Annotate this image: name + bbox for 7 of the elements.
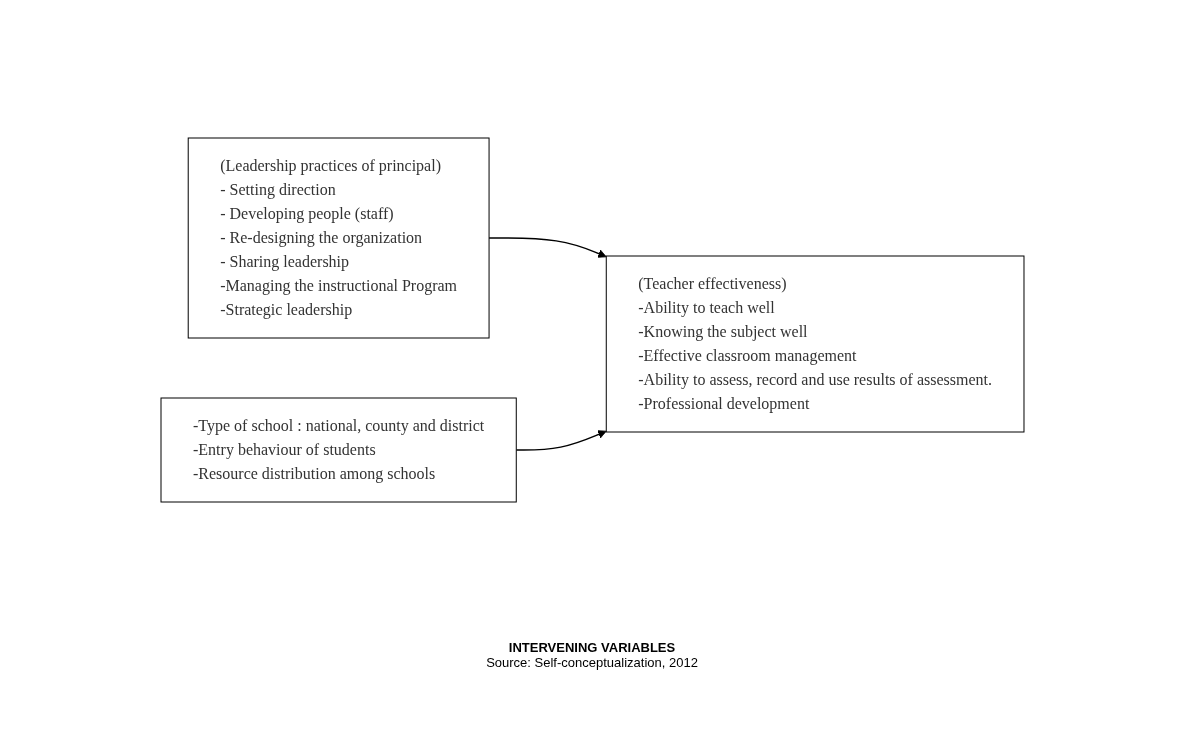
node-box: -Type of school : national, county and district -Entry behaviour of students -Resource distribution among schools: [160, 397, 517, 503]
arrow: [515, 430, 607, 451]
section-label: INTERVENING VARIABLES: [508, 640, 676, 655]
source-caption: Source: Self-conceptualization, 2012: [486, 655, 698, 670]
node-box: (Teacher effectiveness) -Ability to teach well -Knowing the subject well -Effective classroom management -Ability to assess, record and use results of assessment. -Professional development: [605, 255, 1024, 433]
arrow: [487, 237, 607, 258]
node-box: (Leadership practices of principal) - Setting direction - Developing people (staff) - Re-designing the organization - Sharing leadership -Managing the instructional Program -Strategic leadership: [187, 137, 490, 339]
